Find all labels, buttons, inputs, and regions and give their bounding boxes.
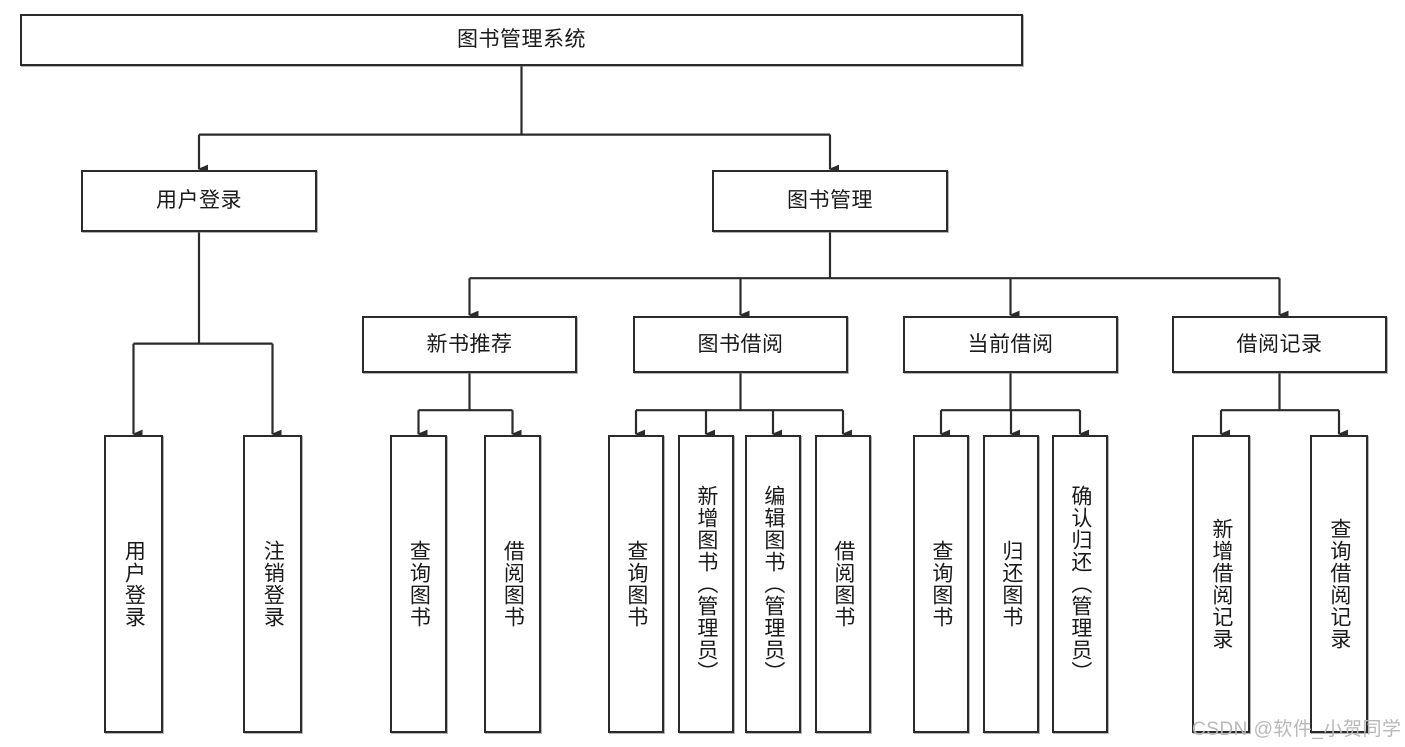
node-label: 查询图书: [929, 540, 953, 628]
node-l-bo-lend[interactable]: 借阅图书: [815, 435, 871, 733]
node-label: 图书借阅: [697, 332, 784, 356]
node-l-bo-query[interactable]: 查询图书: [608, 435, 664, 733]
node-current[interactable]: 当前借阅: [903, 316, 1118, 373]
node-label: 借阅记录: [1236, 332, 1323, 356]
node-l-cu-query[interactable]: 查询图书: [913, 435, 969, 733]
node-l-login[interactable]: 用户登录: [104, 435, 163, 733]
node-l-logout[interactable]: 注销登录: [243, 435, 302, 733]
csdn-watermark: CSDN @软件_小贺同学: [1192, 719, 1402, 740]
node-login[interactable]: 用户登录: [81, 170, 317, 232]
node-l-re-query[interactable]: 查询借阅记录: [1310, 435, 1368, 733]
node-label: 新增借阅记录: [1209, 518, 1233, 650]
node-label: 借阅图书: [831, 540, 855, 628]
node-l-cu-ret[interactable]: 归还图书: [983, 435, 1039, 733]
node-label: 借阅图书: [501, 540, 525, 628]
node-label: 新增图书（管理员）: [694, 485, 718, 683]
node-label: 查询借阅记录: [1327, 518, 1351, 650]
node-label: 用户登录: [156, 189, 242, 213]
node-label: 归还图书: [999, 540, 1023, 628]
node-label: 用户登录: [122, 540, 146, 628]
node-label: 当前借阅: [967, 332, 1054, 356]
node-l-bo-add[interactable]: 新增图书（管理员）: [678, 435, 734, 733]
node-label: 新书推荐: [426, 332, 513, 356]
node-l-nb-query[interactable]: 查询图书: [390, 435, 447, 733]
node-label: 确认归还（管理员）: [1068, 485, 1092, 683]
node-label: 查询图书: [407, 540, 431, 628]
node-l-re-add[interactable]: 新增借阅记录: [1192, 435, 1250, 733]
node-label: 图书管理: [787, 189, 873, 213]
node-root[interactable]: 图书管理系统: [20, 14, 1023, 66]
node-bookmgmt[interactable]: 图书管理: [712, 170, 948, 232]
node-label: 编辑图书（管理员）: [761, 485, 785, 683]
node-newbook[interactable]: 新书推荐: [362, 316, 577, 373]
node-l-cu-conf[interactable]: 确认归还（管理员）: [1052, 435, 1108, 733]
node-label: 注销登录: [261, 540, 285, 628]
node-records[interactable]: 借阅记录: [1172, 316, 1387, 373]
node-label: 图书管理系统: [457, 28, 586, 52]
node-l-nb-borrow[interactable]: 借阅图书: [484, 435, 541, 733]
node-borrow[interactable]: 图书借阅: [633, 316, 848, 373]
node-l-bo-edit[interactable]: 编辑图书（管理员）: [745, 435, 801, 733]
node-label: 查询图书: [624, 540, 648, 628]
